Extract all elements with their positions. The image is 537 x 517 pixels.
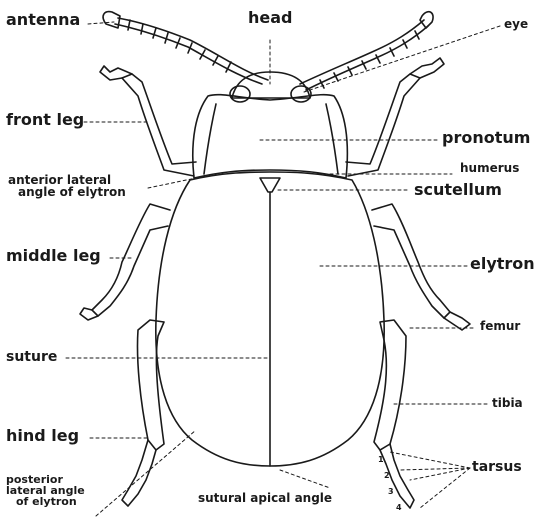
label-antenna: antenna [6, 12, 80, 28]
label-elytron: elytron [470, 256, 535, 272]
label-anterior-lateral-angle-2: angle of elytron [18, 186, 126, 198]
label-humerus: humerus [460, 162, 519, 174]
label-tarsus: tarsus [472, 460, 522, 474]
left-hind-leg [137, 320, 164, 450]
label-hind-leg: hind leg [6, 428, 79, 444]
label-pronotum: pronotum [442, 130, 530, 146]
label-femur: femur [480, 320, 520, 332]
label-head: head [248, 10, 293, 26]
label-eye: eye [504, 18, 528, 30]
label-tarsal-segment-3: 3 [388, 488, 394, 496]
right-eye [291, 86, 311, 102]
label-front-leg: front leg [6, 112, 84, 128]
label-tarsal-segment-4: 4 [396, 504, 402, 512]
label-tibia: tibia [492, 397, 523, 409]
label-tarsal-segment-2: 2 [384, 472, 390, 480]
right-front-leg [346, 74, 420, 176]
label-sutural-apical-angle: sutural apical angle [198, 492, 332, 504]
label-suture: suture [6, 350, 57, 364]
label-scutellum: scutellum [414, 182, 502, 198]
left-antenna [103, 12, 268, 84]
left-middle-leg [92, 204, 170, 316]
label-posterior-lateral-angle-3: of elytron [16, 496, 77, 507]
left-front-leg [122, 74, 196, 176]
scutellum-shape [260, 178, 280, 192]
right-antenna [300, 12, 433, 90]
label-middle-leg: middle leg [6, 248, 101, 264]
label-tarsal-segment-1: 1 [378, 456, 384, 464]
